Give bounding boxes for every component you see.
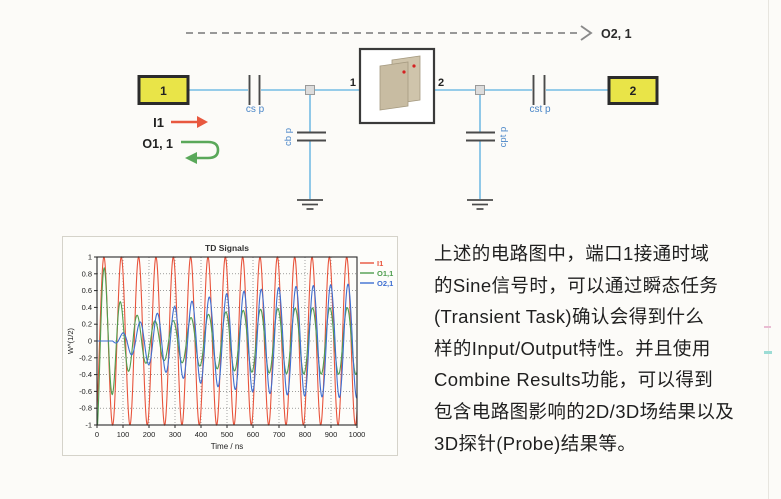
shunt-capacitor-input-label: cb p <box>283 128 294 146</box>
series-line-I1 <box>96 255 358 427</box>
x-tick-label: 800 <box>299 430 312 439</box>
x-axis-label: Time / ns <box>211 442 244 451</box>
y-tick-label: -0.4 <box>79 370 92 379</box>
series-capacitor-input-label: cs p <box>246 104 265 115</box>
legend-label: O2,1 <box>377 279 393 288</box>
junction-node-2 <box>475 85 485 95</box>
probe-dot-icon <box>412 64 416 68</box>
y-tick-label: 0.8 <box>82 269 92 278</box>
return-arrowhead-icon <box>185 152 197 164</box>
scan-mark <box>764 351 772 354</box>
series-line-O1,1 <box>96 266 358 426</box>
y-tick-label: 0.2 <box>82 320 92 329</box>
reflection-annotation: O1, 1 <box>142 137 220 164</box>
shunt-capacitor-output: cpt p <box>466 127 509 148</box>
legend-label: O1,1 <box>377 269 393 278</box>
ground-symbol-input <box>297 199 323 210</box>
scan-edge-line <box>768 0 769 499</box>
description-line: 3D探针(Probe)结果等。 <box>434 432 637 454</box>
series-capacitor-output-label: cst p <box>529 104 551 115</box>
port-2: 2 <box>607 76 659 105</box>
scan-mark <box>764 326 771 328</box>
arrowhead-icon <box>580 25 593 41</box>
shunt-capacitor-output-label: cpt p <box>498 127 509 148</box>
input-arrowhead-icon <box>197 116 208 128</box>
description-line: 包含电路图影响的2D/3D场结果以及 <box>434 400 735 422</box>
x-tick-label: 300 <box>169 430 182 439</box>
reflection-label: O1, 1 <box>142 137 173 151</box>
transmission-flow-arrow: O2, 1 <box>186 25 632 41</box>
x-tick-label: 600 <box>247 430 260 439</box>
legend-label: I1 <box>377 259 383 268</box>
description-line: 的Sine信号时，可以通过瞬态任务 <box>434 274 719 296</box>
input-signal-label: I1 <box>153 115 164 130</box>
flow-arrow-label: O2, 1 <box>601 27 632 41</box>
x-tick-label: 700 <box>273 430 286 439</box>
circuit-diagram: O2, 1 1 2 cs p <box>137 25 659 210</box>
port-2-box <box>607 76 659 105</box>
junction-node-1 <box>305 85 315 95</box>
y-tick-label: -0.6 <box>79 387 92 396</box>
x-tick-label: 0 <box>95 430 99 439</box>
y-tick-label: -0.8 <box>79 404 92 413</box>
x-tick-label: 100 <box>117 430 130 439</box>
description-line: 样的Input/Output特性。并且使用 <box>434 337 711 359</box>
port-1-label: 1 <box>160 84 167 98</box>
series-capacitor-output: cst p <box>529 75 551 115</box>
description-line: Combine Results功能，可以得到 <box>434 369 714 391</box>
x-tick-label: 500 <box>221 430 234 439</box>
y-tick-label: 0.4 <box>82 303 92 312</box>
port-1: 1 <box>137 75 190 105</box>
y-tick-label: 1 <box>88 253 92 262</box>
component-pin-2-label: 2 <box>438 77 444 89</box>
chart-title: TD Signals <box>205 243 249 253</box>
x-tick-label: 200 <box>143 430 156 439</box>
port-1-box <box>137 75 190 105</box>
probe-dot-icon <box>402 70 406 74</box>
series-line-O2,1 <box>97 283 358 399</box>
component-pin-1-label: 1 <box>350 77 356 89</box>
port-2-label: 2 <box>630 84 637 98</box>
y-tick-label: -0.2 <box>79 353 92 362</box>
y-tick-label: 0.6 <box>82 286 92 295</box>
x-tick-label: 400 <box>195 430 208 439</box>
input-signal-annotation: I1 <box>153 115 208 130</box>
description-line: (Transient Task)确认会得到什么 <box>434 306 705 328</box>
description-line: 上述的电路图中，端口1接通时域 <box>434 243 710 264</box>
y-axis-label: W^(1/2) <box>66 327 75 354</box>
3d-component-block: 1 2 <box>350 47 444 125</box>
y-tick-label: 0 <box>88 337 92 346</box>
plate-front <box>379 61 409 111</box>
y-tick-label: -1 <box>85 421 92 430</box>
return-arrow-line <box>181 140 220 160</box>
x-tick-label: 900 <box>325 430 338 439</box>
shunt-capacitor-input: cb p <box>283 128 326 146</box>
series-capacitor-input: cs p <box>246 75 265 115</box>
description-text-panel: 上述的电路图中，端口1接通时域 的Sine信号时，可以通过瞬态任务 (Trans… <box>434 238 774 459</box>
x-tick-label: 1000 <box>349 430 366 439</box>
ground-symbol-output <box>467 199 493 210</box>
